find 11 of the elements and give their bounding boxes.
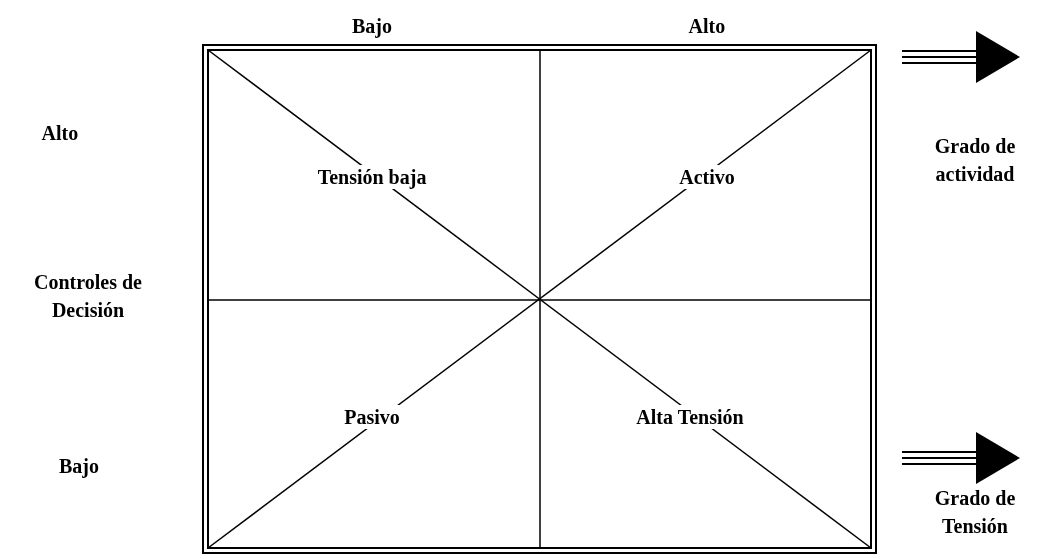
axis-label: Grado de actividad <box>933 134 1017 187</box>
quadrant-label: Alta Tensión <box>634 405 746 429</box>
quadrant-label: Activo <box>677 165 737 189</box>
column-label: Alto <box>688 14 726 39</box>
column-label: Bajo <box>352 14 392 40</box>
quadrant-label: Pasivo <box>342 405 402 429</box>
axis-label: Grado de Tensión <box>933 486 1017 539</box>
quadrant-label: Tensión baja <box>315 165 429 189</box>
row-label: Bajo <box>59 454 99 480</box>
axis-label: Controles de Decisión <box>33 270 143 323</box>
row-label: Alto <box>41 121 79 146</box>
